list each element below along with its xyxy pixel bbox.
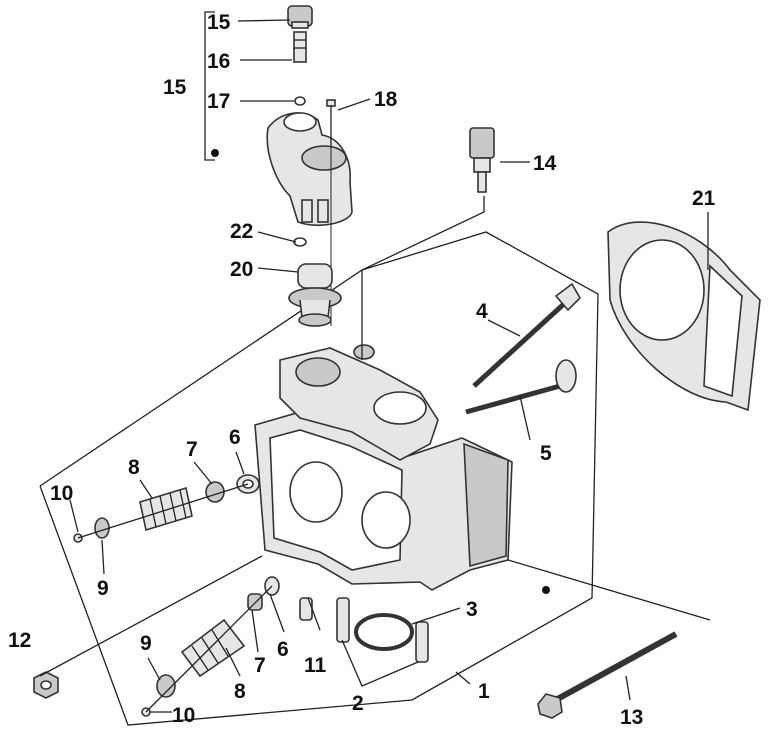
callouts: 15 16 15 17 18 14 21 22 20 4 5 6 7 8 10 … — [8, 11, 716, 729]
thermostat-housing — [266, 112, 353, 226]
callout-7-upper: 7 — [186, 438, 198, 461]
leader-lines — [39, 11, 711, 713]
callout-18: 17 — [207, 90, 230, 113]
callout-2: 2 — [352, 692, 364, 715]
stud-11 — [299, 597, 313, 621]
callout-9-lower: 9 — [140, 632, 152, 655]
callout-5: 5 — [540, 442, 552, 465]
callout-13: 13 — [620, 706, 643, 729]
valve-5 — [465, 359, 577, 415]
callout-14: 14 — [533, 152, 557, 175]
washer-18 — [294, 96, 306, 106]
valve-4 — [472, 282, 581, 388]
callout-8-lower: 8 — [234, 680, 246, 703]
spring-8-lower — [180, 618, 246, 678]
callout-6-lower: 6 — [277, 638, 289, 661]
callout-3: 3 — [466, 598, 478, 621]
o-ring-3 — [354, 613, 414, 651]
nut-12 — [33, 671, 59, 699]
callout-4: 4 — [476, 300, 488, 323]
dowel-pin-2b — [415, 621, 429, 663]
head-gasket-21 — [607, 221, 761, 412]
callout-22: 22 — [230, 220, 253, 243]
callout-10-upper: 10 — [50, 482, 73, 505]
callout-1: 1 — [478, 680, 490, 703]
callout-8-upper: 8 — [128, 456, 140, 479]
retainer-9-upper — [94, 517, 110, 539]
callout-19: 18 — [374, 88, 398, 111]
callout-6-upper: 6 — [229, 426, 241, 449]
dowel-pin-2a — [336, 597, 350, 643]
temperature-sensor-14 — [469, 127, 495, 193]
bleed-screw-17 — [293, 31, 307, 63]
callout-17: 16 — [207, 50, 230, 73]
cylinder-head — [211, 149, 550, 594]
thermostat-20 — [288, 263, 342, 327]
callout-16: 15 — [207, 11, 231, 34]
callout-10-lower: 10 — [172, 704, 195, 727]
spring-8-upper — [139, 486, 193, 532]
plug-16 — [287, 5, 313, 29]
callout-12: 12 — [8, 629, 31, 652]
callout-9-upper: 9 — [97, 577, 109, 600]
callout-20: 20 — [230, 258, 253, 281]
assembly-boundary — [39, 231, 599, 726]
callout-15: 15 — [163, 76, 187, 99]
callout-11: 11 — [304, 654, 327, 677]
callout-21: 21 — [692, 187, 716, 210]
callout-7-lower: 7 — [254, 654, 266, 677]
retainer-9-lower — [156, 674, 176, 698]
head-bolt-13 — [537, 631, 678, 719]
